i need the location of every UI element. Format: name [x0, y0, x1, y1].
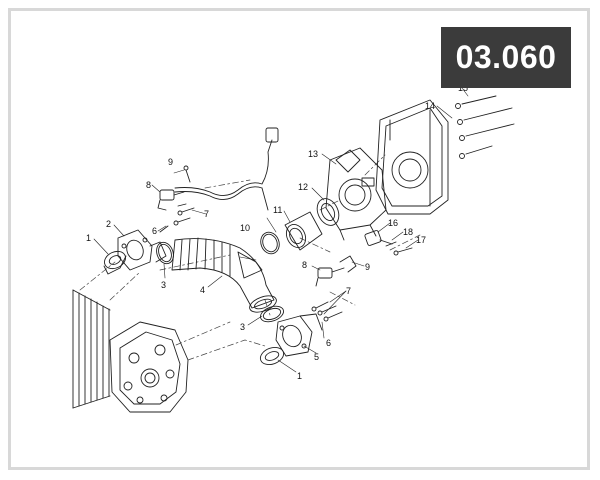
- part-10-clamp: [260, 231, 280, 255]
- part-4-intake-hose: [171, 237, 277, 313]
- label-9-lower: 9: [365, 262, 370, 272]
- part-13-throttle-body: [325, 147, 387, 241]
- part-14-15-bolts: [455, 95, 515, 159]
- label-1-lower: 1: [297, 371, 302, 381]
- part-2-intake-flange: [117, 229, 167, 271]
- label-15: 15: [458, 83, 468, 93]
- part-3-clamp-upper: [156, 241, 174, 265]
- diagram-code-badge: 03.060: [441, 27, 571, 88]
- part-16-sensor: [364, 230, 393, 246]
- part-number-labels: 1 2 3 4 5 6 7 8 9 10 11 12 13 14 15 16 1…: [86, 83, 468, 381]
- cylinder-head: [109, 321, 189, 413]
- part-8-sensor-upper: [157, 189, 185, 211]
- label-11: 11: [273, 205, 282, 215]
- label-5: 5: [314, 352, 319, 362]
- label-8-upper: 8: [146, 180, 151, 190]
- label-16: 16: [388, 218, 398, 228]
- part-9-bracket-lower: [339, 255, 357, 273]
- engine-cylinder-fins: [72, 289, 111, 409]
- label-3-upper: 3: [161, 280, 166, 290]
- part-11-adaptor: [284, 211, 323, 251]
- part-1-gasket-lower: [259, 346, 285, 366]
- label-18: 18: [403, 227, 413, 237]
- part-6-7-screws: [159, 203, 343, 322]
- label-7-lower: 7: [346, 286, 351, 296]
- label-14: 14: [425, 101, 435, 111]
- label-10: 10: [240, 223, 250, 233]
- label-7-upper: 7: [204, 209, 209, 219]
- label-6-lower: 6: [326, 338, 331, 348]
- label-12: 12: [298, 182, 308, 192]
- part-5-intake-flange-lower: [275, 313, 323, 357]
- label-3-lower: 3: [240, 322, 245, 332]
- airbox-housing: [375, 99, 449, 215]
- label-13: 13: [308, 149, 318, 159]
- part-12-gasket: [316, 198, 340, 226]
- label-2: 2: [106, 219, 111, 229]
- label-1-upper: 1: [86, 233, 91, 243]
- part-17-18-screws: [385, 241, 413, 256]
- label-17: 17: [416, 235, 426, 245]
- part-3-clamp-lower: [260, 305, 284, 323]
- label-4: 4: [200, 285, 205, 295]
- part-1-gasket-upper: [103, 250, 127, 275]
- part-8-sensor-lower: [315, 267, 345, 287]
- fuel-line: [174, 127, 279, 211]
- label-8-lower: 8: [302, 260, 307, 270]
- part-9-bolt-upper: [183, 165, 191, 183]
- label-6-upper: 6: [152, 226, 157, 236]
- label-9-upper: 9: [168, 157, 173, 167]
